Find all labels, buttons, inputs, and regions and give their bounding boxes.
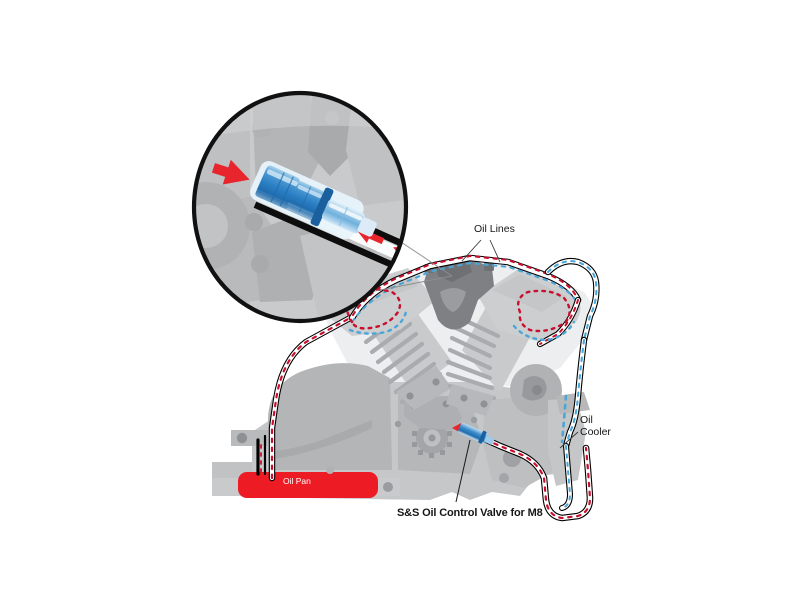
oil-line-cooler-return [559,443,573,511]
cam-gear-hub [428,434,436,442]
valve-section-2 [287,181,325,219]
magnified-valve-assembly [250,161,377,240]
rear-cylinder-base [446,384,494,416]
primary-cover-lower-lip [268,420,372,460]
engine-valve-tip [484,435,495,445]
label-valve-callout: S&S Oil Control Valve for M8 [397,507,543,519]
oil-pan-pickup [256,434,267,476]
oil-line-rear-head-return [536,296,582,348]
oil-line-left-supply [268,314,354,482]
inset-border [191,90,409,324]
rear-base-bolt-2 [480,400,488,408]
right-cover-hub [532,385,542,395]
rear-rocker-oil-loop-blue [512,320,576,342]
rear-rocker-oil-loop-red [517,289,571,333]
front-base-bolt-1 [406,392,414,400]
case-bolt-c [499,473,509,483]
oil-line-right-descent [562,336,588,450]
engine-valve-collar [478,430,487,444]
oil-cooler-leader [559,431,579,449]
label-oil-cooler-line1: Oil [580,414,593,426]
oil-line-top-right-loop [544,257,600,344]
oil-pan-bolt [383,482,393,492]
oil-cooler-blue-feed [560,394,568,444]
case-bolt-d [326,466,334,474]
right-lower-case [482,396,560,488]
front-mount-bolt [236,432,248,444]
oil-line-valve-to-cooler [474,432,594,522]
oil-lines-leader-a [461,239,482,262]
label-oil-cooler-line2: Cooler [580,425,611,438]
valve-callout-leader [455,439,471,503]
inset-arrow-inlet [211,159,250,185]
rear-base-bolt-1 [460,394,468,402]
front-base-bolt-2 [432,378,440,386]
valve-collar-ring [310,187,334,227]
front-rocker-oil-loop-blue [348,310,408,335]
engine-oil-control-valve [452,422,495,445]
valve-tip [357,217,377,237]
label-oil-pan: Oil Pan [283,476,311,486]
label-oil-cooler: Oil Cooler [580,414,611,439]
oil-lines-leader-b [489,239,501,263]
primary-cover [268,363,392,470]
case-bolt-a [394,420,402,428]
case-bolt-b [470,416,478,424]
front-mount-tab [231,430,268,446]
label-oil-lines: Oil Lines [474,223,515,235]
